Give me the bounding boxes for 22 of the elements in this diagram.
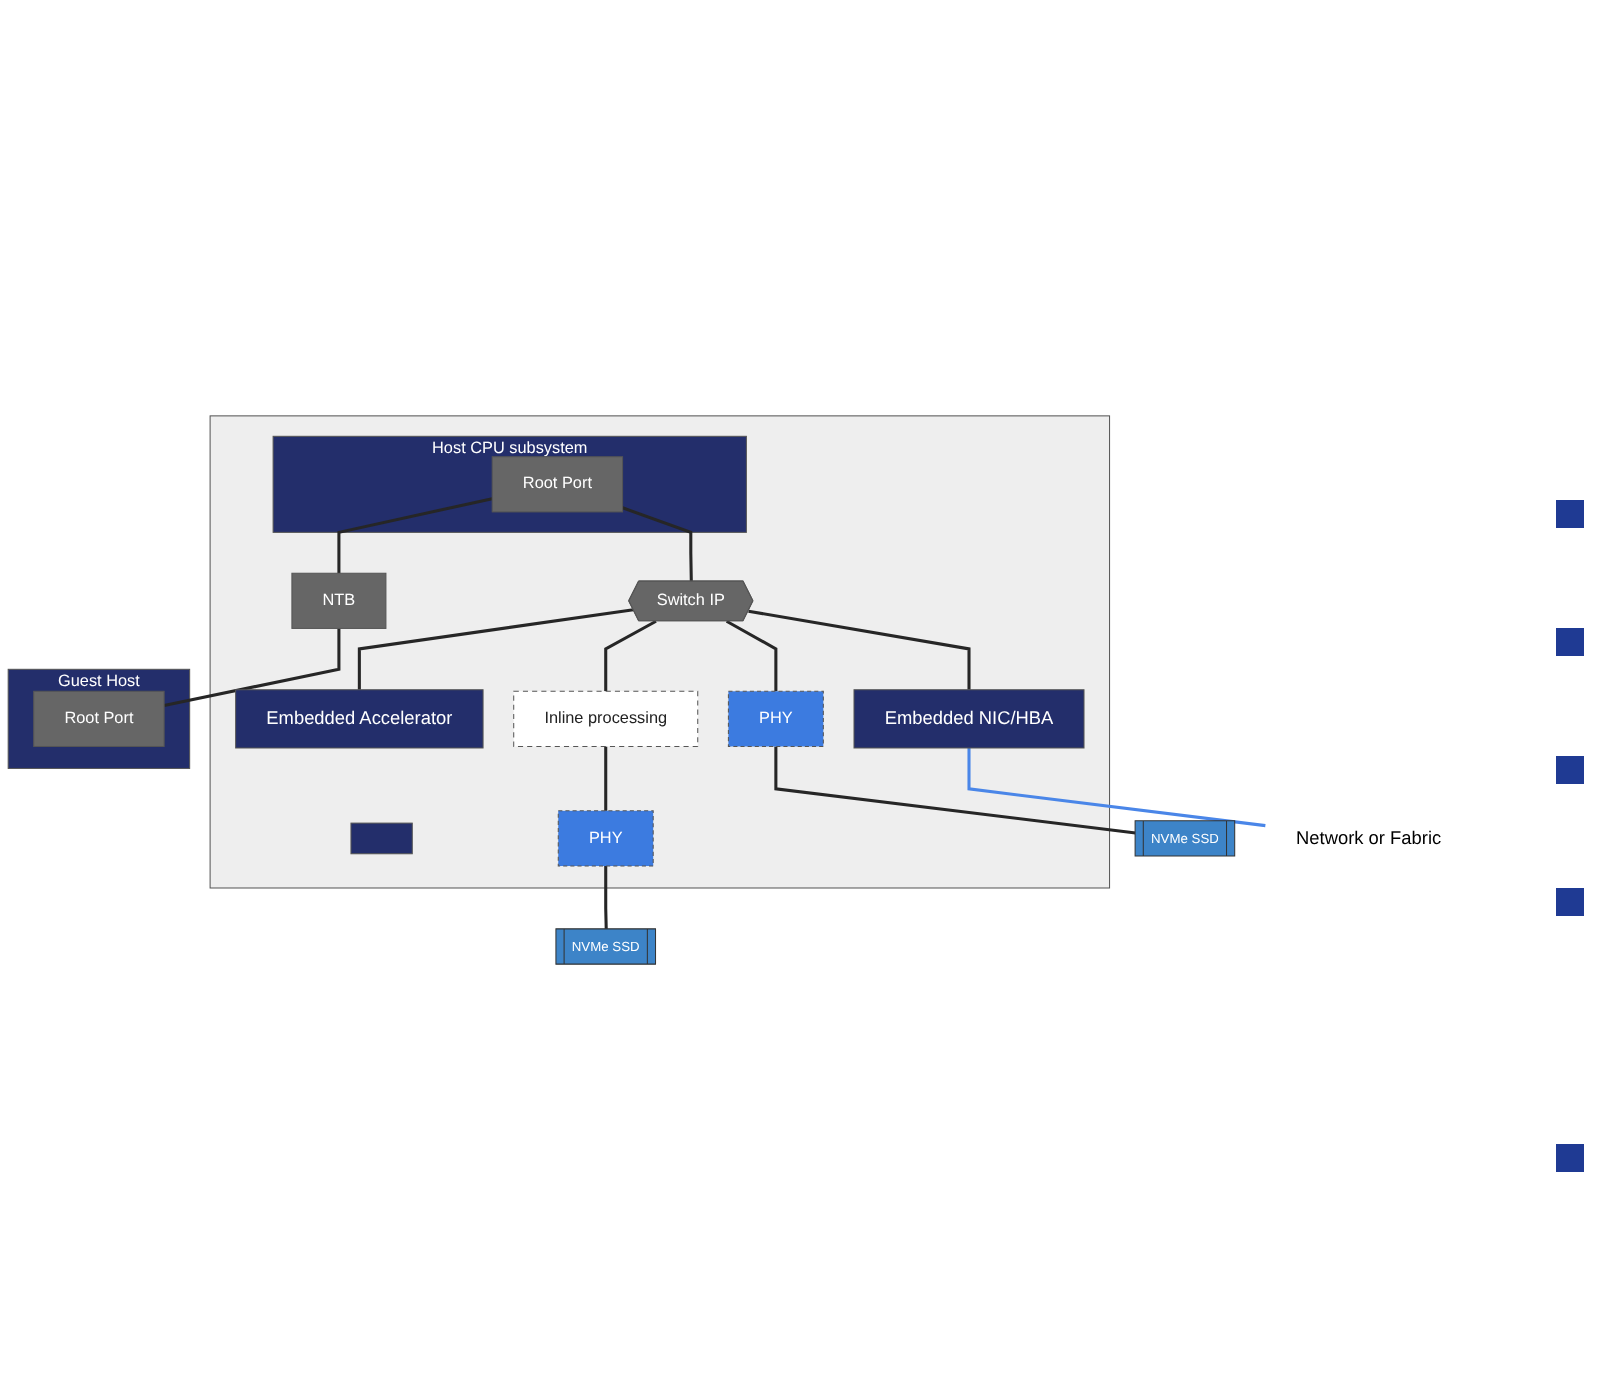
cluster — [209, 415, 1111, 889]
connector — [748, 609, 971, 690]
connector — [604, 866, 608, 930]
connector — [604, 746, 608, 811]
node-box: Embedded NIC/HBA — [853, 689, 1085, 749]
connector — [774, 746, 1136, 835]
node-box — [350, 822, 413, 855]
node-box: PHY — [557, 810, 654, 867]
connector — [604, 619, 657, 692]
node-box: NTB — [291, 572, 387, 629]
node-box: Inline processing — [513, 690, 699, 747]
connector — [967, 748, 1266, 828]
connector — [357, 608, 634, 690]
connector — [337, 497, 493, 574]
node-box: Root Port — [491, 456, 624, 513]
connector — [725, 619, 778, 692]
node-box: Embedded Accelerator — [235, 689, 484, 749]
connector — [622, 506, 693, 582]
node-box: PHY — [727, 690, 824, 747]
node-text: Network or Fabric — [1296, 827, 1442, 849]
node-box: Root Port — [33, 690, 165, 747]
connector — [163, 628, 341, 707]
